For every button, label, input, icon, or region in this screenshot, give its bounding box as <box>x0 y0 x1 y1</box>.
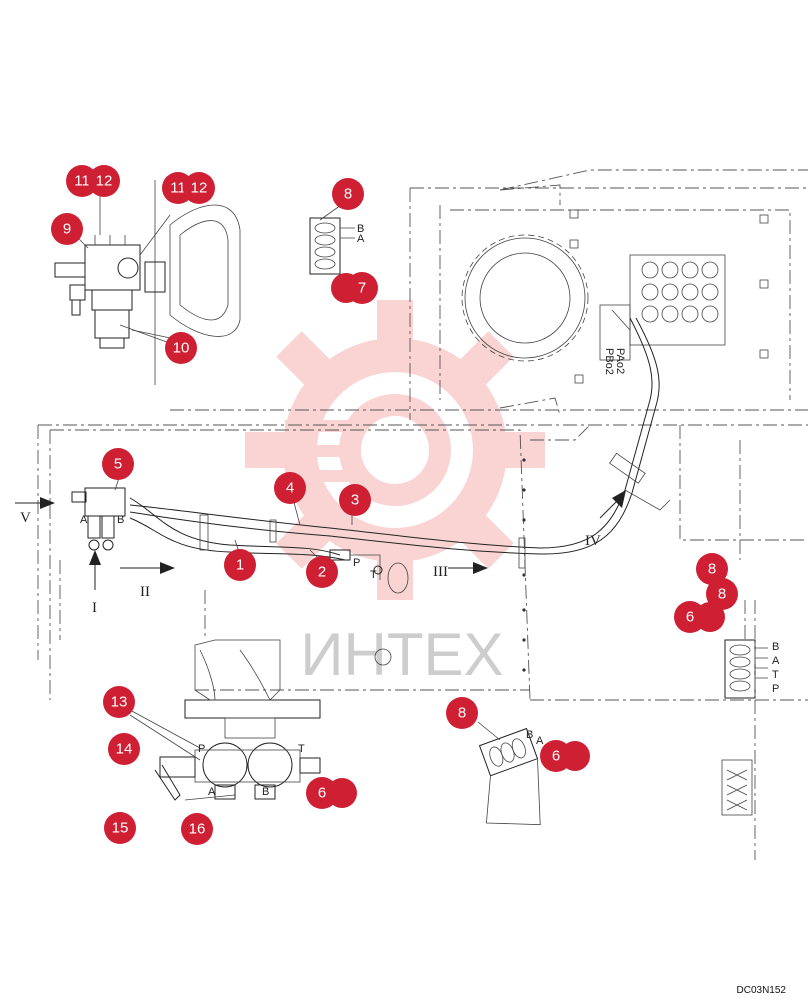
callout-2[interactable]: 2 <box>306 556 338 588</box>
svg-text:13: 13 <box>111 694 128 711</box>
fitting-block-detail-top <box>309 199 355 275</box>
view-label-IV: IV <box>585 533 601 549</box>
port-label-p-pedal: P <box>198 743 205 755</box>
port-label-t-mid: T <box>370 569 377 581</box>
port-label-b-left: B <box>117 514 124 526</box>
svg-text:11: 11 <box>74 173 90 190</box>
port-label-pbo2: PBo2 <box>603 348 615 375</box>
callout-13[interactable]: 13 <box>103 686 135 718</box>
svg-text:8: 8 <box>344 186 352 203</box>
callout-6-right[interactable]: 6 <box>674 601 725 633</box>
callout-7[interactable]: 7 <box>331 272 378 304</box>
svg-text:15: 15 <box>112 820 129 837</box>
port-label-b-bottom: B <box>526 729 533 741</box>
svg-text:6: 6 <box>318 785 326 802</box>
port-label-b-right: B <box>772 641 779 653</box>
svg-text:6: 6 <box>686 609 694 626</box>
callout-15[interactable]: 15 <box>104 812 136 844</box>
callout-8-bottom[interactable]: 8 <box>446 697 478 729</box>
svg-text:8: 8 <box>708 561 716 578</box>
filter-detail <box>54 180 241 385</box>
port-label-b-pedal: B <box>262 786 269 798</box>
svg-text:6: 6 <box>552 748 560 765</box>
svg-text:16: 16 <box>189 821 206 838</box>
svg-text:1: 1 <box>236 557 244 574</box>
callout-1[interactable]: 1 <box>224 549 256 581</box>
svg-text:12: 12 <box>96 173 113 190</box>
callout-12-left[interactable]: 12 <box>88 165 120 197</box>
svg-text:8: 8 <box>458 705 466 722</box>
port-label-a-right: A <box>772 655 780 667</box>
svg-text:3: 3 <box>351 492 359 509</box>
callout-6-bottom[interactable]: 6 <box>306 777 357 809</box>
port-label-t-pedal: T <box>298 743 305 755</box>
svg-text:10: 10 <box>173 340 190 357</box>
view-label-V: V <box>20 510 31 526</box>
svg-text:7: 7 <box>358 280 366 297</box>
callout-12-right[interactable]: 12 <box>183 172 215 204</box>
watermark-text: ИНТЕХ <box>300 621 503 688</box>
port-label-b-top: B <box>357 223 364 235</box>
port-label-p-right: P <box>772 683 779 695</box>
callout-8-right-b[interactable]: 8 <box>706 578 738 610</box>
port-label-pao2: PAo2 <box>614 348 626 374</box>
callout-8-top[interactable]: 8 <box>332 178 364 210</box>
port-label-p-mid: P <box>353 557 360 569</box>
svg-text:4: 4 <box>286 480 294 497</box>
fitting-block-detail-right <box>721 600 768 860</box>
fitting-block-detail-bottom <box>477 721 541 826</box>
view-label-II: II <box>140 584 150 600</box>
view-label-III: III <box>433 564 448 580</box>
pilot-valve-block <box>71 487 126 551</box>
callout-14[interactable]: 14 <box>108 733 140 765</box>
svg-text:2: 2 <box>318 564 326 581</box>
svg-text:8: 8 <box>718 586 726 603</box>
callout-10[interactable]: 10 <box>165 332 197 364</box>
check-valve-assembly <box>329 549 383 580</box>
callout-16[interactable]: 16 <box>181 813 213 845</box>
svg-text:5: 5 <box>114 456 122 473</box>
callout-9[interactable]: 9 <box>51 213 83 245</box>
port-label-a-pedal: A <box>208 786 216 798</box>
svg-text:12: 12 <box>191 180 208 197</box>
svg-text:14: 14 <box>116 741 133 758</box>
view-arrows <box>15 490 626 590</box>
pilot-valve-pedal-detail <box>129 639 321 801</box>
port-label-t-right: T <box>772 669 779 681</box>
port-label-a-left: A <box>80 514 88 526</box>
callout-6-center[interactable]: 6 <box>540 740 590 772</box>
drawing-code: DC03N152 <box>736 985 786 996</box>
port-label-a-bottom: A <box>536 735 544 747</box>
callouts: 1 2 3 4 5 6 6 6 <box>51 165 738 845</box>
callout-11-left[interactable]: 11 <box>66 165 98 197</box>
hose-routing <box>129 309 671 569</box>
callout-4[interactable]: 4 <box>274 472 306 504</box>
callout-5[interactable]: 5 <box>102 448 134 480</box>
callout-3[interactable]: 3 <box>339 484 371 516</box>
svg-text:9: 9 <box>63 221 71 238</box>
svg-text:11: 11 <box>170 180 186 197</box>
machine-frame <box>37 169 808 701</box>
callout-8-right-a[interactable]: 8 <box>696 553 728 585</box>
view-label-I: I <box>92 600 97 616</box>
port-label-a-top: A <box>357 233 365 245</box>
watermark-gear-logo <box>245 300 545 600</box>
